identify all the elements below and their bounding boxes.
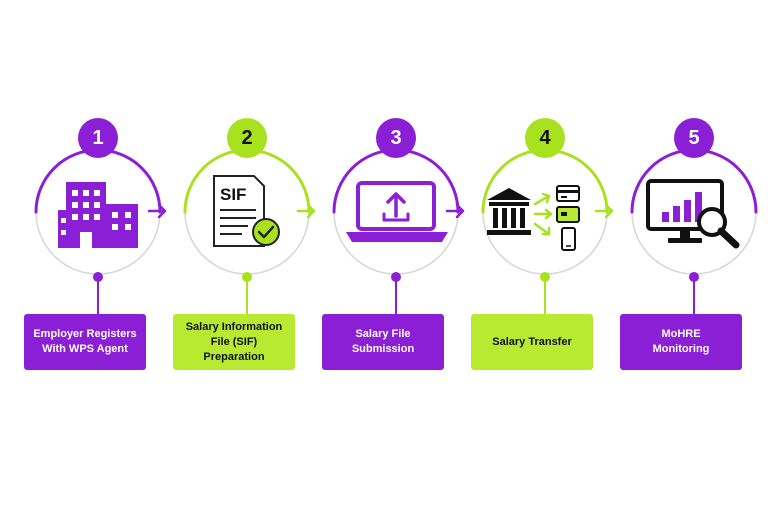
monitor-analytics-icon [646, 179, 740, 249]
connector-dot [391, 272, 401, 282]
connector-stem [693, 278, 695, 316]
connector-stem [246, 278, 248, 316]
step-number-badge: 2 [227, 118, 267, 158]
step-2: 2 SIF Salary Information File (SIF) Prep… [173, 0, 323, 512]
building-icon [58, 182, 138, 248]
bank-transfer-icon [487, 185, 580, 251]
connector-dot [242, 272, 252, 282]
step-number-badge: 5 [674, 118, 714, 158]
laptop-upload-icon [346, 181, 448, 242]
connector-stem [97, 278, 99, 316]
arrow-right-icon [296, 203, 316, 219]
step-number-badge: 4 [525, 118, 565, 158]
connector-dot [93, 272, 103, 282]
step-label: Salary Information File (SIF) Preparatio… [173, 314, 295, 370]
connector-stem [544, 278, 546, 316]
arrow-right-icon [445, 203, 465, 219]
step-label: Salary File Submission [322, 314, 444, 370]
step-1: 1 Employer Registers With WPS Agent [24, 0, 174, 512]
arrow-right-icon [147, 203, 167, 219]
step-label: MoHRE Monitoring [620, 314, 742, 370]
step-5: 5 MoHRE Monitoring [620, 0, 768, 512]
document-title-text: SIF [220, 185, 246, 204]
step-number-badge: 1 [78, 118, 118, 158]
document-check-icon: SIF [213, 175, 280, 247]
step-4: 4 [471, 0, 621, 512]
step-label: Salary Transfer [471, 314, 593, 370]
connector-dot [540, 272, 550, 282]
step-3: 3 Salary File Submission [322, 0, 472, 512]
arrow-right-icon [594, 203, 614, 219]
connector-stem [395, 278, 397, 316]
connector-dot [689, 272, 699, 282]
step-number-badge: 3 [376, 118, 416, 158]
step-label: Employer Registers With WPS Agent [24, 314, 146, 370]
